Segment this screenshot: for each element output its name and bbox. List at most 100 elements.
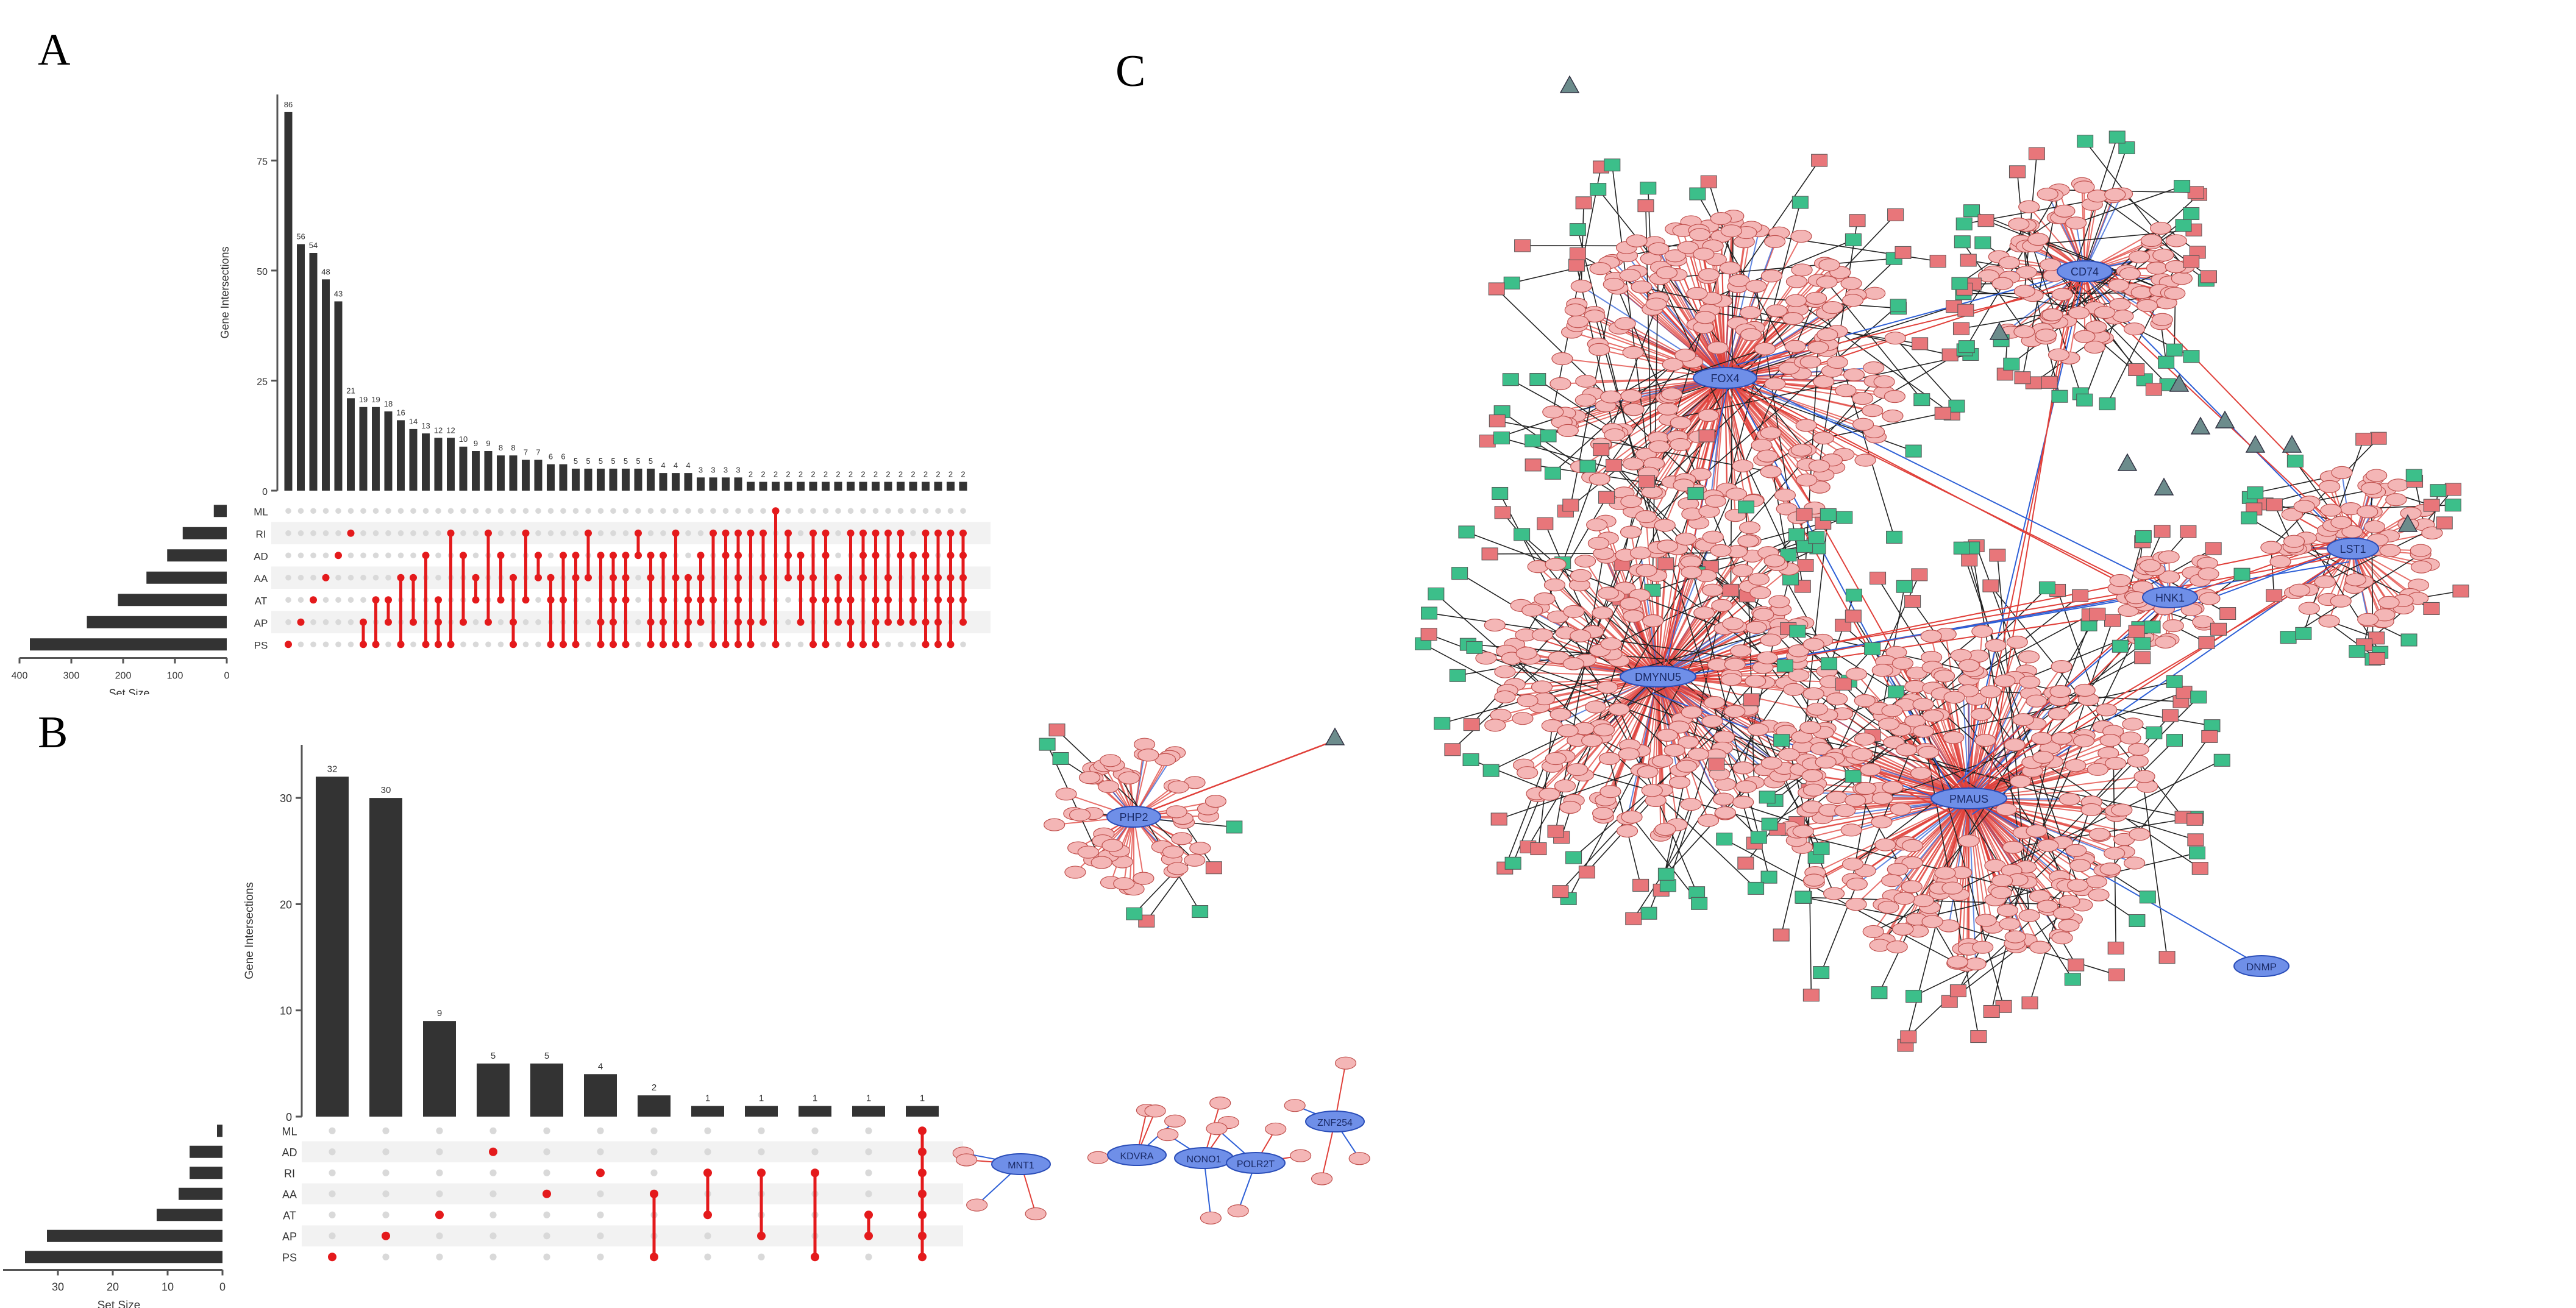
matrix-dot-active — [285, 641, 292, 649]
gene-node — [1311, 1172, 1333, 1185]
edge — [2018, 224, 2060, 397]
matrix-dot-inactive — [397, 530, 404, 536]
mirna-node — [1912, 337, 1929, 350]
gene-node — [1920, 630, 1942, 643]
intersection-bar — [638, 1095, 671, 1117]
matrix-dot-active — [410, 574, 417, 581]
drug-node — [2118, 141, 2135, 154]
matrix-dot-inactive — [865, 1190, 872, 1198]
intersection-bar — [397, 420, 405, 491]
matrix-dot-active — [760, 574, 767, 581]
matrix-dot-inactive — [382, 1190, 390, 1198]
intersection-bar — [609, 468, 617, 491]
gene-node — [1077, 845, 1099, 859]
matrix-dot-active — [822, 596, 830, 604]
matrix-dot-inactive — [922, 508, 929, 514]
set-label: ML — [282, 1125, 297, 1137]
gene-node — [1882, 781, 1904, 794]
gene-node — [1702, 530, 1724, 544]
edge — [2083, 257, 2140, 400]
intersection-bar — [909, 482, 917, 491]
gene-node — [1171, 832, 1193, 845]
gene-node — [2146, 261, 2168, 275]
matrix-dot-inactive — [329, 1169, 336, 1176]
mirna-node — [1490, 812, 1507, 826]
gene-node — [2051, 660, 2073, 674]
drug-node — [2112, 639, 2129, 653]
gene-node — [955, 1153, 978, 1167]
drug-node — [1955, 217, 1973, 230]
intersection-bar — [691, 1106, 724, 1117]
matrix-dot-active — [864, 1210, 873, 1220]
gene-node — [1710, 544, 1732, 558]
matrix-dot-active — [735, 529, 742, 537]
intersection-bar — [359, 407, 368, 491]
gene-node — [1550, 377, 1571, 391]
gene-node — [1562, 657, 1585, 670]
matrix-dot-active — [535, 574, 542, 581]
bar-value-label: 3 — [724, 465, 728, 474]
y-tick-label: 0 — [286, 1111, 292, 1123]
matrix-dot-active — [918, 1126, 927, 1136]
gene-node — [1813, 432, 1835, 445]
drug-node — [1226, 820, 1243, 834]
bar-value-label: 7 — [524, 447, 528, 457]
mirna-node — [2405, 469, 2422, 482]
mirna-node — [2104, 614, 2121, 627]
bar-value-label: 9 — [437, 1008, 442, 1018]
set-size-bar — [30, 638, 227, 651]
matrix-dot-inactive — [435, 574, 441, 581]
mirna-node — [2198, 636, 2215, 649]
gene-node — [1860, 763, 1882, 777]
matrix-dot-inactive — [660, 508, 666, 514]
gene-node — [1821, 300, 1844, 315]
gene-node — [1745, 280, 1767, 293]
matrix-dot-inactive — [847, 508, 854, 514]
matrix-dot-active — [884, 529, 892, 537]
gene-node — [1874, 838, 1896, 851]
edge — [1648, 214, 1896, 474]
matrix-dot-active — [635, 529, 642, 537]
matrix-dot-active — [485, 529, 492, 537]
matrix-dot-inactive — [497, 619, 504, 625]
gene-node — [2074, 683, 2096, 697]
bar-value-label: 4 — [674, 461, 678, 470]
intersection-bar — [284, 112, 293, 491]
matrix-dot-active — [959, 618, 967, 626]
mirna-node — [1502, 373, 1519, 386]
edge — [2085, 141, 2185, 268]
edge — [1650, 258, 1789, 555]
mirna-node — [1525, 458, 1542, 472]
matrix-dot-inactive — [650, 1148, 658, 1156]
matrix-dot-inactive — [622, 508, 629, 514]
intersection-bar — [423, 1021, 456, 1117]
drug-node — [2021, 996, 2038, 1009]
gene-node — [1686, 286, 1708, 300]
bar-value-label: 2 — [811, 470, 815, 479]
mirna-node — [2266, 498, 2283, 511]
intersection-bar — [422, 433, 430, 491]
set-label: PS — [282, 1251, 297, 1264]
bar-value-label: 5 — [624, 457, 628, 466]
drug-node — [1529, 373, 1546, 386]
gene-node — [1785, 275, 1808, 288]
set-size-tick-label: 0 — [219, 1281, 226, 1293]
gene-node — [1570, 569, 1592, 582]
mirna-node — [1789, 625, 1806, 638]
gene-node — [1912, 894, 1934, 908]
mirna-node — [1048, 723, 1066, 737]
matrix-dot-active — [897, 552, 905, 560]
intersection-bar — [309, 253, 318, 491]
matrix-dot-inactive — [382, 1211, 390, 1218]
matrix-dot-active — [610, 641, 617, 649]
edge — [1665, 546, 1756, 844]
drug-node — [1504, 856, 1521, 870]
mirna-node — [1688, 886, 1706, 900]
matrix-dot-active — [760, 529, 767, 537]
matrix-dot-active — [510, 618, 517, 626]
matrix-dot-inactive — [760, 641, 766, 648]
intersection-bar — [922, 482, 930, 491]
matrix-dot-inactive — [635, 597, 641, 603]
gene-node — [1974, 734, 1996, 747]
gene-node — [1990, 886, 2012, 899]
